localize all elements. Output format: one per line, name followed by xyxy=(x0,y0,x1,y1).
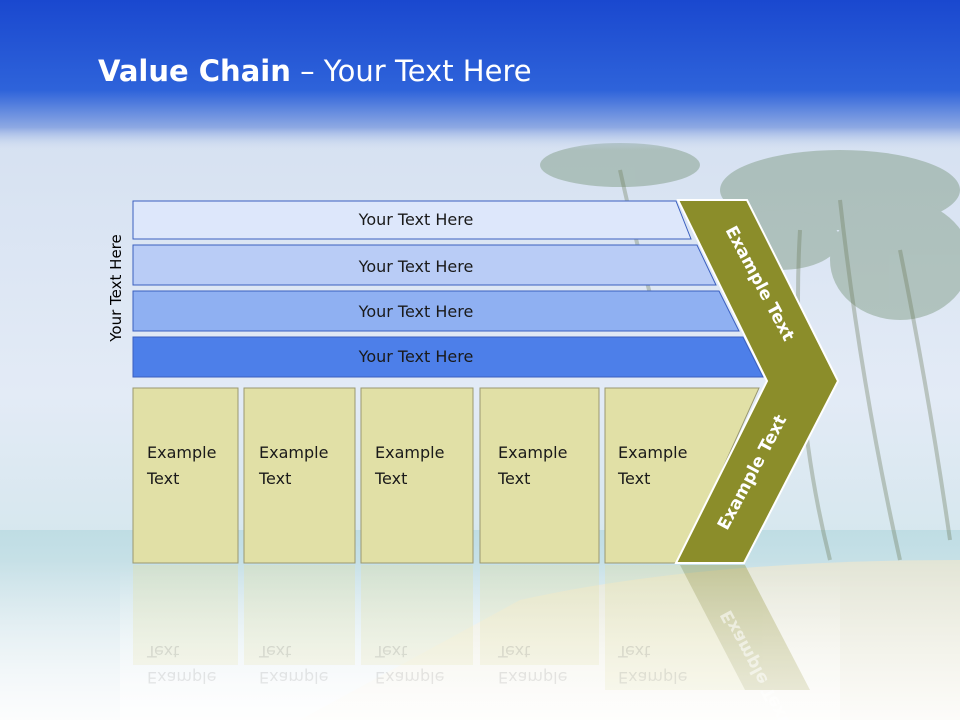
title-bold: Value Chain xyxy=(98,54,291,88)
bar-2 xyxy=(132,244,717,286)
box-2-line-1: Example xyxy=(259,443,328,462)
box-3-line-2: Text xyxy=(374,469,407,488)
bar-4 xyxy=(132,336,764,378)
box-1 xyxy=(132,387,239,564)
title-rest: – Your Text Here xyxy=(290,54,532,88)
box-3 xyxy=(360,387,474,564)
box-4-line-2: Text xyxy=(497,469,530,488)
box-4-line-1: Example xyxy=(498,443,567,462)
page-title: Value Chain – Your Text Here xyxy=(98,54,532,88)
box-5-line-1: Example xyxy=(618,443,687,462)
box-1-line-2: Text xyxy=(146,469,179,488)
boxes: Example Text Example Text Example Text E… xyxy=(132,387,760,564)
box-1-line-1: Example xyxy=(147,443,216,462)
bar-3 xyxy=(132,290,740,332)
chevron-shape xyxy=(674,199,840,564)
box-2 xyxy=(243,387,356,564)
bar-1-label: Your Text Here xyxy=(358,210,474,229)
bar-4-label: Your Text Here xyxy=(358,347,474,366)
box-2-line-2: Text xyxy=(258,469,291,488)
bar-1 xyxy=(132,200,692,240)
box-5-line-2: Text xyxy=(617,469,650,488)
bar-2-label: Your Text Here xyxy=(358,257,474,276)
bar-3-label: Your Text Here xyxy=(358,302,474,321)
bars: Your Text Here Your Text Here Your Text … xyxy=(132,200,764,378)
chevron: Example Text Example Text xyxy=(674,199,840,564)
box-3-line-1: Example xyxy=(375,443,444,462)
box-4 xyxy=(479,387,600,564)
